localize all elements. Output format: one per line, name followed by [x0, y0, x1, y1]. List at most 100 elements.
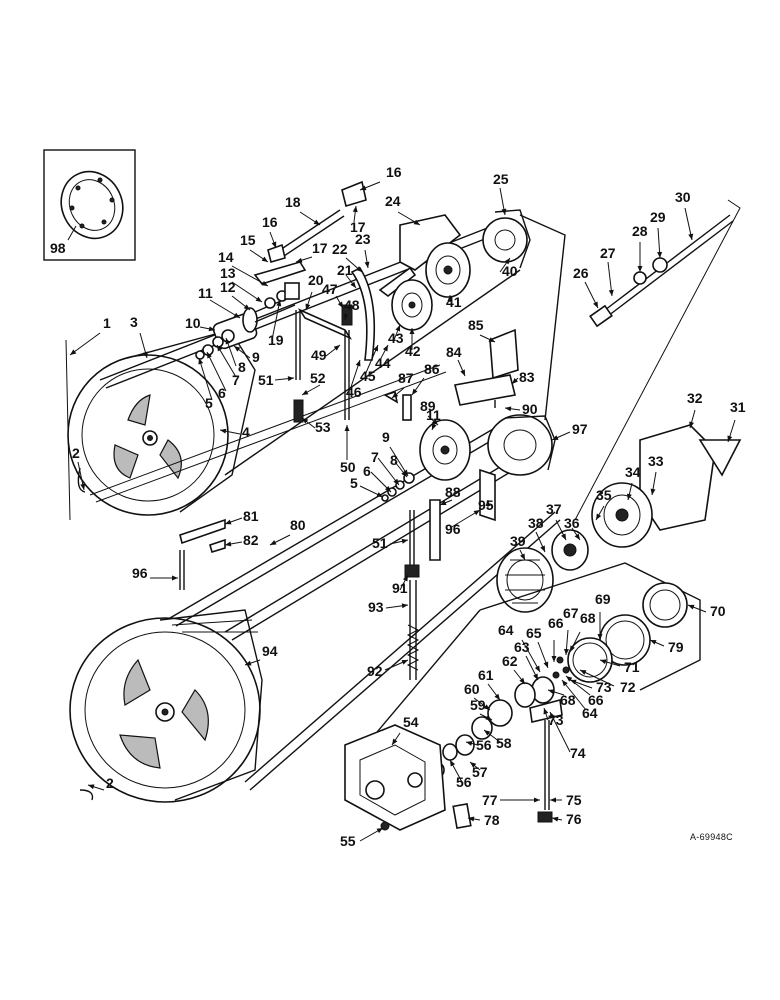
callout-88: 88: [445, 484, 461, 500]
callout-57: 57: [472, 764, 488, 780]
leader-arrow-17: [352, 206, 358, 213]
upper-drive-pulley: [67, 329, 256, 516]
leader-arrow-73: [543, 708, 549, 715]
callout-2: 2: [72, 445, 80, 461]
leader-arrow-68: [548, 689, 555, 695]
leader-arrow-56: [466, 741, 473, 746]
leader-arrow-45: [373, 345, 378, 352]
leader-arrow-31: [727, 435, 733, 442]
callout-66: 66: [588, 692, 604, 708]
callout-18: 18: [285, 194, 301, 210]
callout-41: 41: [446, 294, 462, 310]
leader-arrow-78: [468, 816, 475, 822]
leader-arrow-44: [382, 345, 388, 352]
leader-line-6: [206, 351, 227, 392]
callout-67: 67: [563, 605, 579, 621]
callout-46: 46: [346, 384, 362, 400]
leader-arrow-11: [431, 423, 437, 430]
callout-62: 62: [502, 653, 518, 669]
leader-arrow-9: [234, 346, 241, 352]
callout-3: 3: [130, 314, 138, 330]
callout-96: 96: [445, 521, 461, 537]
callout-54: 54: [403, 714, 419, 730]
callout-68: 68: [560, 692, 576, 708]
leader-arrow-82: [225, 541, 232, 547]
leader-arrow-35: [596, 513, 602, 520]
leader-arrow-50: [344, 425, 350, 431]
leader-arrow-24: [413, 219, 420, 225]
leader-arrow-7: [393, 478, 399, 485]
callout-83: 83: [519, 369, 535, 385]
callout-12: 12: [220, 279, 236, 295]
leader-arrow-7: [217, 345, 223, 352]
leader-arrow-73: [570, 679, 577, 685]
drawing-parts: [65, 180, 742, 831]
callout-11: 11: [198, 285, 213, 301]
leader-arrow-84: [460, 369, 465, 376]
callout-labels: 1223455667788991011111213141516161717181…: [69, 164, 746, 849]
callout-27: 27: [600, 245, 616, 261]
leader-arrow-16: [271, 241, 277, 248]
callout-13: 13: [220, 265, 236, 281]
callout-50: 50: [340, 459, 356, 475]
callout-28: 28: [632, 223, 648, 239]
leader-arrow-49: [333, 345, 340, 351]
frame-lines: [519, 199, 741, 521]
callout-60: 60: [464, 681, 480, 697]
lower-drive-pulley: [69, 609, 263, 803]
callout-35: 35: [596, 487, 612, 503]
sheave-half-98: [60, 170, 124, 240]
callout-15: 15: [240, 232, 256, 248]
leader-arrow-37: [561, 533, 566, 540]
callout-43: 43: [388, 330, 404, 346]
callout-33: 33: [648, 453, 664, 469]
leader-arrow-55: [376, 828, 383, 834]
leader-arrow-48: [343, 313, 349, 320]
callout-21: 21: [337, 262, 353, 278]
callout-72: 72: [620, 679, 636, 695]
leader-arrow-95: [485, 500, 491, 506]
leader-arrow-91: [402, 575, 408, 582]
leader-arrow-80: [270, 540, 277, 545]
leader-line-5: [198, 357, 213, 401]
callout-48: 48: [344, 297, 360, 313]
leader-arrow-69: [597, 634, 603, 640]
callout-5: 5: [350, 475, 358, 491]
leader-line-7: [216, 344, 237, 378]
leader-arrow-60: [483, 704, 490, 710]
leader-line-72: [579, 669, 615, 687]
leader-line-19: [271, 299, 281, 341]
gearbox-housing: [344, 724, 472, 831]
leader-arrow-6: [207, 352, 212, 359]
callout-1: 1: [103, 315, 111, 331]
callout-29: 29: [650, 209, 666, 225]
callout-64: 64: [498, 622, 514, 638]
callout-56: 56: [476, 737, 492, 753]
leader-arrow-36: [574, 533, 580, 540]
lever-assembly: [297, 214, 462, 361]
callout-22: 22: [332, 241, 348, 257]
callout-39: 39: [510, 533, 526, 549]
leader-arrow-39: [520, 553, 525, 560]
callout-24: 24: [385, 193, 401, 209]
callout-59: 59: [470, 697, 486, 713]
leader-arrow-6: [384, 485, 391, 492]
pulleys-40-42: [391, 209, 531, 331]
callout-84: 84: [446, 344, 462, 360]
callout-9: 9: [252, 349, 260, 365]
callout-69: 69: [595, 591, 611, 607]
leader-arrow-71: [600, 659, 607, 665]
inset-box: 98: [43, 149, 136, 261]
leader-arrow-52: [302, 389, 309, 395]
leader-arrow-61: [494, 693, 500, 700]
callout-14: 14: [218, 249, 234, 265]
leader-arrow-93: [401, 603, 408, 609]
inset-frame: [43, 149, 136, 261]
callout-31: 31: [730, 399, 746, 415]
leader-arrow-66: [566, 676, 573, 682]
drive-shaft-parts: [589, 214, 734, 328]
leader-arrow-97: [552, 435, 559, 440]
callout-65: 65: [526, 625, 542, 641]
callout-98: 98: [50, 240, 66, 256]
